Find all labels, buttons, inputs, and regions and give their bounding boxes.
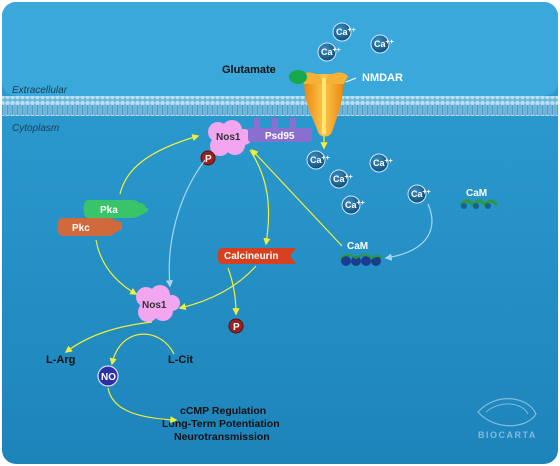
pka-label: Pka xyxy=(100,205,118,216)
calcium-ion: Ca++ xyxy=(369,153,393,173)
extracellular-space xyxy=(2,2,558,96)
arrow-nos1-to-calcineurin xyxy=(249,149,271,246)
calcium-ion: Ca++ xyxy=(407,184,431,204)
calcium-ion: Ca++ xyxy=(341,195,365,215)
svg-text:Ca++: Ca++ xyxy=(345,200,365,210)
pka-kinase xyxy=(83,200,148,218)
calcium-ion: Ca++ xyxy=(332,22,356,42)
outcome-3: Neurotransmission xyxy=(174,431,270,443)
arrow-nos1-translocation xyxy=(165,159,206,288)
cam-bound-label: CaM xyxy=(347,241,368,252)
svg-text:Ca++: Ca++ xyxy=(310,155,330,165)
arrow-lcit-to-no xyxy=(109,333,175,366)
calcium-ion: Ca++ xyxy=(306,150,330,170)
svg-text:Ca++: Ca++ xyxy=(411,189,431,199)
nmdar-receptor xyxy=(300,72,348,137)
calcium-ions: Ca++ Ca++ Ca++ Ca++ Ca++ Ca++ Ca++ Ca++ xyxy=(306,22,431,215)
svg-text:Ca++: Ca++ xyxy=(336,27,356,37)
glutamate-molecule xyxy=(289,70,307,84)
nmdar-label: NMDAR xyxy=(362,72,403,84)
l-cit-label: L-Cit xyxy=(168,354,193,366)
nmdar-pointer xyxy=(345,77,357,83)
phospho-2-label: P xyxy=(233,322,240,333)
nos1-membrane-label: Nos1 xyxy=(216,132,241,143)
biocarta-logo: BIOCARTA xyxy=(477,398,537,440)
phospho-1-label: P xyxy=(205,154,212,165)
calcium-ion: Ca++ xyxy=(370,34,394,54)
arrow-nos1-to-larg xyxy=(64,321,153,353)
no-label: NO xyxy=(101,372,116,383)
svg-text:Ca++: Ca++ xyxy=(333,174,353,184)
nos1-cyto-label: Nos1 xyxy=(142,300,167,311)
svg-text:Ca++: Ca++ xyxy=(373,158,393,168)
calcineurin-label: Calcineurin xyxy=(224,251,278,262)
cam-bound xyxy=(339,254,383,266)
psd95-scaffold xyxy=(248,118,312,142)
arrow-nos1-to-pkc xyxy=(95,239,138,295)
arrow-cam-to-nos1 xyxy=(251,148,343,247)
calcineurin-phosphatase xyxy=(217,248,296,264)
l-arg-label: L-Arg xyxy=(46,354,75,366)
nos1-cytoplasmic xyxy=(136,285,180,322)
logo-text: BIOCARTA xyxy=(478,430,537,440)
no-molecule xyxy=(97,365,119,387)
pkc-label: Pkc xyxy=(72,223,90,234)
outcome-2: Long-Term Potentiation xyxy=(162,418,280,430)
cam-free xyxy=(459,199,499,209)
psd95-label: Psd95 xyxy=(265,131,295,142)
cell-membrane xyxy=(2,96,558,116)
svg-text:Ca++: Ca++ xyxy=(374,39,394,49)
pathway-arrows xyxy=(64,134,433,424)
pkc-kinase xyxy=(57,218,122,236)
glutamate-label: Glutamate xyxy=(222,64,276,76)
calcium-ion: Ca++ xyxy=(329,169,353,189)
calcium-ion: Ca++ xyxy=(317,42,341,62)
extracellular-label: Extracellular xyxy=(12,85,68,96)
cytoplasm-label: Cytoplasm xyxy=(12,123,59,134)
phospho-2-marker xyxy=(228,318,244,334)
arrow-calcineurin-to-p xyxy=(227,267,240,316)
arrow-ca-to-cam xyxy=(384,203,433,261)
arrow-calcineurin-to-nos1 xyxy=(178,265,257,311)
outcome-1: cCMP Regulation xyxy=(180,405,266,417)
arrow-pka-to-nos1 xyxy=(119,134,200,195)
svg-text:Ca++: Ca++ xyxy=(321,47,341,57)
cam-free-label: CaM xyxy=(466,188,487,199)
arrow-no-to-outcomes xyxy=(107,387,178,424)
